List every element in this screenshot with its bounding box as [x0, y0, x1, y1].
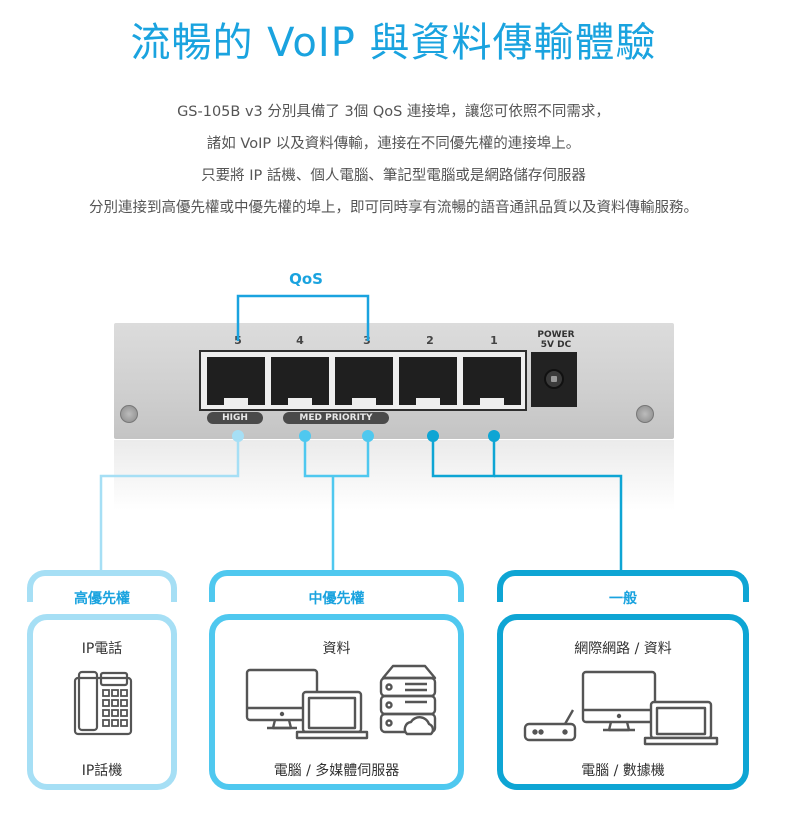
- port-number-4: 4: [296, 334, 304, 347]
- medium-priority-title: 中優先權: [308, 591, 365, 607]
- description-line-4: 分別連接到高優先權或中優先權的埠上，即可同時享有流暢的語音通訊品質以及資料傳輸服…: [89, 200, 698, 216]
- high-priority-bracket: [27, 570, 177, 602]
- medium-priority-bracket: [209, 570, 464, 602]
- screw-icon-left: [120, 405, 138, 423]
- ethernet-port-2: [399, 357, 457, 406]
- screw-icon-right: [636, 405, 654, 423]
- ethernet-port-5: [207, 357, 265, 406]
- power-label: POWER 5V DC: [533, 330, 579, 350]
- medium-priority-card: 資料 電腦 / 多媒體伺服器: [209, 614, 464, 790]
- high-priority-top-label: IP電話: [81, 641, 123, 657]
- port-number-1: 1: [490, 334, 498, 347]
- general-card: 網際網路 / 資料 電腦 / 數據機: [497, 614, 749, 790]
- general-top-label: 網際網路 / 資料: [574, 641, 672, 657]
- port-number-2: 2: [426, 334, 434, 347]
- power-jack-icon: [531, 352, 577, 407]
- medium-priority-top-label: 資料: [322, 641, 351, 657]
- high-connector-line: [99, 436, 240, 572]
- high-priority-badge: HIGH: [207, 412, 263, 424]
- general-title: 一般: [609, 591, 637, 607]
- ethernet-port-3: [335, 357, 393, 406]
- ethernet-port-4: [271, 357, 329, 406]
- description-line-3: 只要將 IP 話機、個人電腦、筆記型電腦或是網路儲存伺服器: [201, 168, 586, 184]
- qos-bracket-line: [236, 294, 370, 341]
- medium-priority-bottom-label: 電腦 / 多媒體伺服器: [273, 763, 400, 779]
- desk-phone-icon: [73, 670, 133, 736]
- high-priority-title: 高優先權: [74, 591, 130, 607]
- high-priority-card: IP電話 IP話機: [27, 614, 177, 790]
- general-bracket: [497, 570, 749, 602]
- med-priority-badge: MED PRIORITY: [283, 412, 389, 424]
- page-title: 流暢的 VoIP 與資料傳輸體驗: [130, 20, 657, 66]
- general-bottom-label: 電腦 / 數據機: [581, 763, 665, 779]
- description-line-1: GS-105B v3 分別具備了 3個 QoS 連接埠，讓您可依照不同需求，: [177, 104, 610, 120]
- desktop-laptop-server-icon: [245, 664, 437, 740]
- high-priority-bottom-label: IP話機: [81, 763, 123, 779]
- ethernet-port-1: [463, 357, 521, 406]
- power-label-line1: POWER: [537, 330, 575, 340]
- router-desktop-laptop-icon: [523, 670, 719, 746]
- general-connector-line: [431, 436, 496, 478]
- power-label-line2: 5V DC: [540, 340, 572, 350]
- medium-connector-line: [303, 436, 370, 478]
- ethernet-port-block: [199, 350, 527, 411]
- qos-label: QoS: [289, 270, 323, 288]
- description-line-2: 諸如 VoIP 以及資料傳輸，連接在不同優先權的連接埠上。: [206, 136, 581, 152]
- general-connector-drop: [494, 474, 623, 572]
